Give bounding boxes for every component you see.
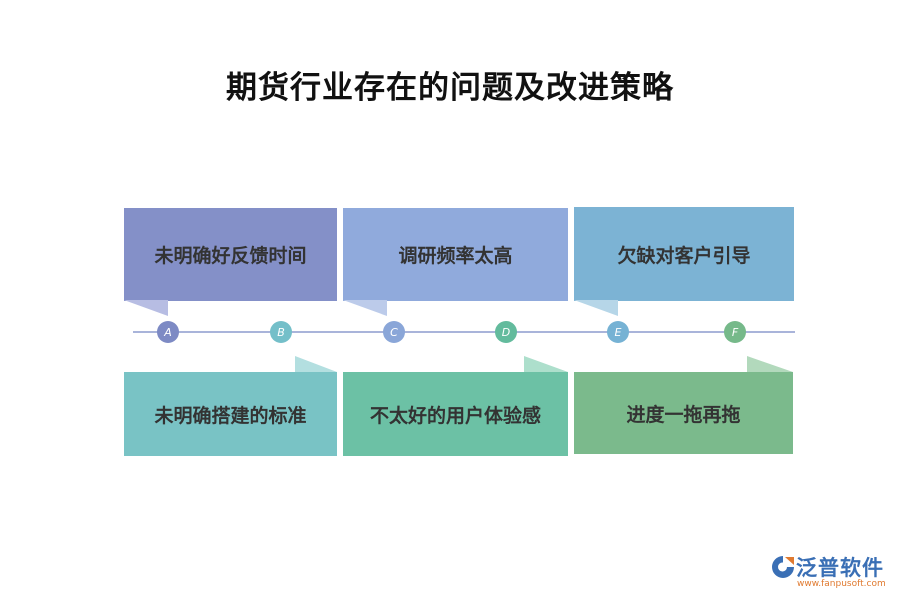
issue-label-3: 进度一拖再拖 xyxy=(626,403,741,426)
problem-box-3: 欠缺对客户引导 xyxy=(574,207,794,301)
problem-box-1: 未明确好反馈时间 xyxy=(124,208,337,301)
problem-box-2: 调研频率太高 xyxy=(343,208,568,301)
problem-label-1: 未明确好反馈时间 xyxy=(154,245,307,267)
issue-box-2: 不太好的用户体验感 xyxy=(343,372,568,456)
node-c: C xyxy=(383,321,405,343)
node-e: E xyxy=(607,321,629,343)
issue-box-2-tab xyxy=(524,356,568,372)
node-d: D xyxy=(495,321,517,343)
issue-box-3-tab xyxy=(747,356,793,372)
logo-url: www.fanpusoft.com xyxy=(797,579,886,589)
timeline-line xyxy=(133,331,795,333)
node-d-label: D xyxy=(501,325,511,339)
node-b: B xyxy=(270,321,292,343)
problem-label-2: 调研频率太高 xyxy=(398,245,513,267)
logo-name: 泛普软件 xyxy=(796,556,884,580)
node-e-label: E xyxy=(614,325,622,339)
problem-box-2-tab xyxy=(343,300,387,316)
fanpu-logo-icon xyxy=(772,556,794,578)
issue-box-1-tab xyxy=(295,356,337,372)
problem-box-3-tab xyxy=(574,300,618,316)
node-f: F xyxy=(724,321,746,343)
issue-box-3: 进度一拖再拖 xyxy=(574,372,793,454)
node-c-label: C xyxy=(390,325,398,339)
issue-label-2: 不太好的用户体验感 xyxy=(369,404,541,427)
node-a: A xyxy=(157,321,179,343)
node-a-label: A xyxy=(164,325,172,339)
fanpu-logo: 泛普软件 www.fanpusoft.com xyxy=(770,552,895,596)
problem-box-1-tab xyxy=(124,300,168,316)
issue-label-1: 未明确搭建的标准 xyxy=(154,404,307,427)
node-b-label: B xyxy=(277,325,285,339)
diagram-title: 期货行业存在的问题及改进策略 xyxy=(226,70,674,106)
problem-label-3: 欠缺对客户引导 xyxy=(617,244,751,267)
issue-box-1: 未明确搭建的标准 xyxy=(124,372,337,456)
node-f-label: F xyxy=(731,325,739,339)
